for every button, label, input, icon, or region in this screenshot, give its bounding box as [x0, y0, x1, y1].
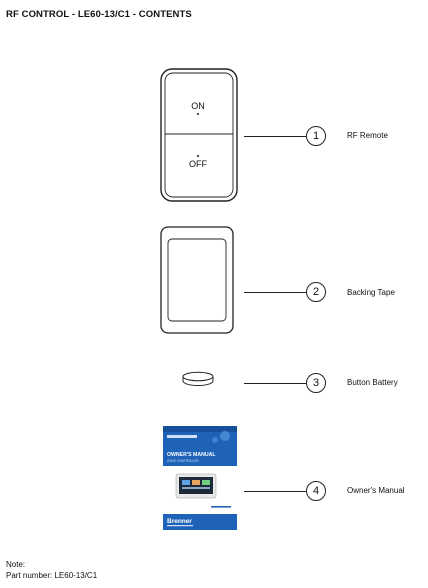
item-number-2: 2 [306, 282, 326, 302]
leader-line-2 [244, 292, 306, 293]
item-number-4: 4 [306, 481, 326, 501]
button-battery-illustration [182, 371, 214, 386]
remote-on-label: ON [191, 101, 205, 111]
leader-line-4 [244, 491, 306, 492]
page-title: RF CONTROL - LE60-13/C1 - CONTENTS [6, 9, 192, 20]
item-label-rf-remote: RF Remote [347, 131, 388, 140]
owners-manual-illustration: OWNER'S MANUAL ZONE CONTROLLER Brenner [163, 426, 237, 530]
leader-line-3 [244, 383, 306, 384]
manual-cover-heading: OWNER'S MANUAL [167, 452, 216, 458]
part-number: Part number: LE60-13/C1 [6, 571, 98, 580]
item-number-1: 1 [306, 126, 326, 146]
rf-remote-illustration: ON OFF [160, 68, 238, 202]
backing-tape-illustration [160, 226, 234, 334]
manual-cover-brand: Brenner [167, 518, 192, 525]
leader-line-1 [244, 136, 306, 137]
item-number-3: 3 [306, 373, 326, 393]
manual-cover-subheading: ZONE CONTROLLER [167, 459, 199, 463]
item-label-backing-tape: Backing Tape [347, 288, 395, 297]
item-label-owners-manual: Owner's Manual [347, 486, 405, 495]
note-heading: Note: [6, 560, 26, 569]
remote-off-label: OFF [189, 159, 207, 169]
item-label-button-battery: Button Battery [347, 378, 398, 387]
